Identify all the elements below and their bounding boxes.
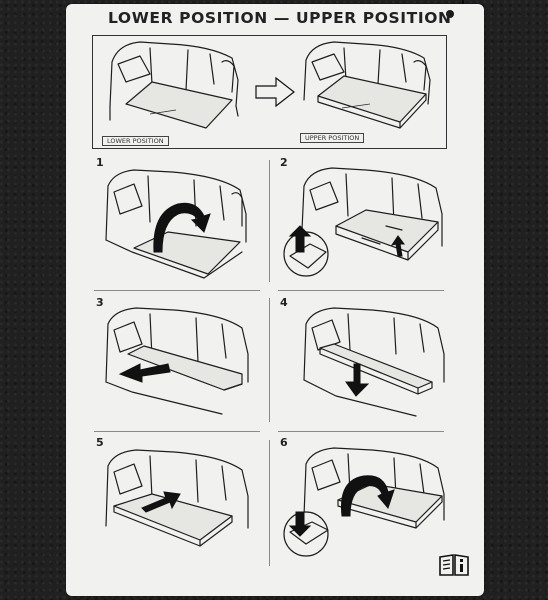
lower-position-label: LOWER POSITION [102,136,169,146]
detail-magnifier [283,511,329,557]
slide-out-arrow-icon [118,363,171,383]
step-1-drawing [105,169,247,279]
transition-arrow-icon [255,76,295,108]
column-divider [269,298,270,422]
step-4: 4 [276,296,450,422]
fold-arrow-icon [340,475,395,517]
step-number: 5 [96,436,104,449]
lower-position-drawing [109,41,239,129]
detail-magnifier [283,231,329,277]
column-divider [269,440,270,566]
step-4-drawing [303,307,445,417]
book-info-icon [439,554,469,576]
step-2-drawing [283,167,443,277]
upper-position-label: UPPER POSITION [300,133,365,143]
row-divider [278,431,444,432]
push-back-arrow-icon [141,491,181,513]
step-5-drawing [105,449,249,547]
card-title: LOWER POSITION — UPPER POSITION [108,9,452,27]
push-up-arrow-icon [288,225,312,253]
overview-panel [92,35,447,149]
step-3: 3 [92,296,266,422]
step-1: 1 [92,156,266,282]
row-divider [278,290,444,291]
step-2: 2 [276,156,450,282]
step-3-drawing [105,307,249,415]
lower-down-arrow-icon [345,363,370,397]
step-number: 6 [280,436,288,449]
step-number: 4 [280,296,288,309]
step-5: 5 [92,436,266,562]
step-number: 2 [280,156,288,169]
row-divider [94,290,260,291]
step-6: 6 [276,436,450,562]
column-divider [269,160,270,282]
lift-arrow-icon [153,202,211,253]
push-down-arrow-icon [288,511,312,537]
row-divider [94,431,260,432]
step-6-drawing [283,447,445,557]
small-up-arrow-icon [390,235,405,257]
step-number: 1 [96,156,104,169]
step-number: 3 [96,296,104,309]
card-hole [446,10,454,18]
upper-position-drawing [303,41,431,129]
